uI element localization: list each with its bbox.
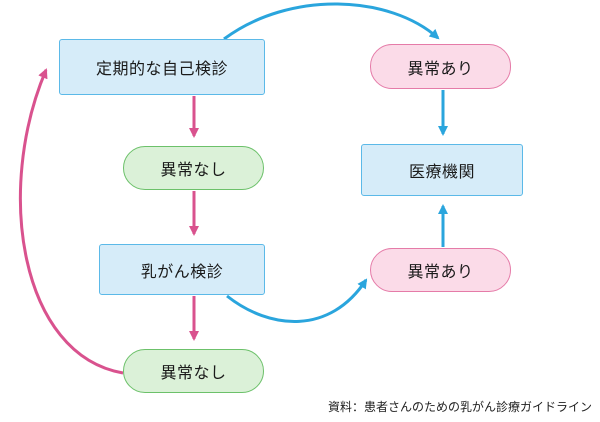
node-self-exam-label: 定期的な自己検診 [95,59,228,78]
node-abnormality-1-label: 異常あり [407,58,474,78]
node-no-abnormality-1-label: 異常なし [160,160,227,179]
node-abnormality-2-label: 異常あり [407,262,474,281]
arrow-loop-back-to-self-exam [18,68,124,375]
node-medical-institution-label: 医療機関 [408,162,475,181]
node-breast-cancer-exam-label: 乳がん検診 [140,261,224,281]
node-breast-cancer-exam: 乳がん検診 [99,244,265,295]
arrow-self-exam-to-abnormality [223,2,440,41]
node-abnormality-1: 異常あり [370,44,511,89]
source-caption: 資料：患者さんのための乳がん診療ガイドライン [327,400,592,414]
node-no-abnormality-2-label: 異常なし [160,363,227,382]
node-no-abnormality-1: 異常なし [123,146,264,190]
node-abnormality-2: 異常あり [370,248,511,292]
arrow-breast-exam-to-abnormality [226,278,368,323]
node-self-exam: 定期的な自己検診 [59,39,265,95]
node-no-abnormality-2: 異常なし [123,349,264,393]
node-medical-institution: 医療機関 [361,144,523,196]
